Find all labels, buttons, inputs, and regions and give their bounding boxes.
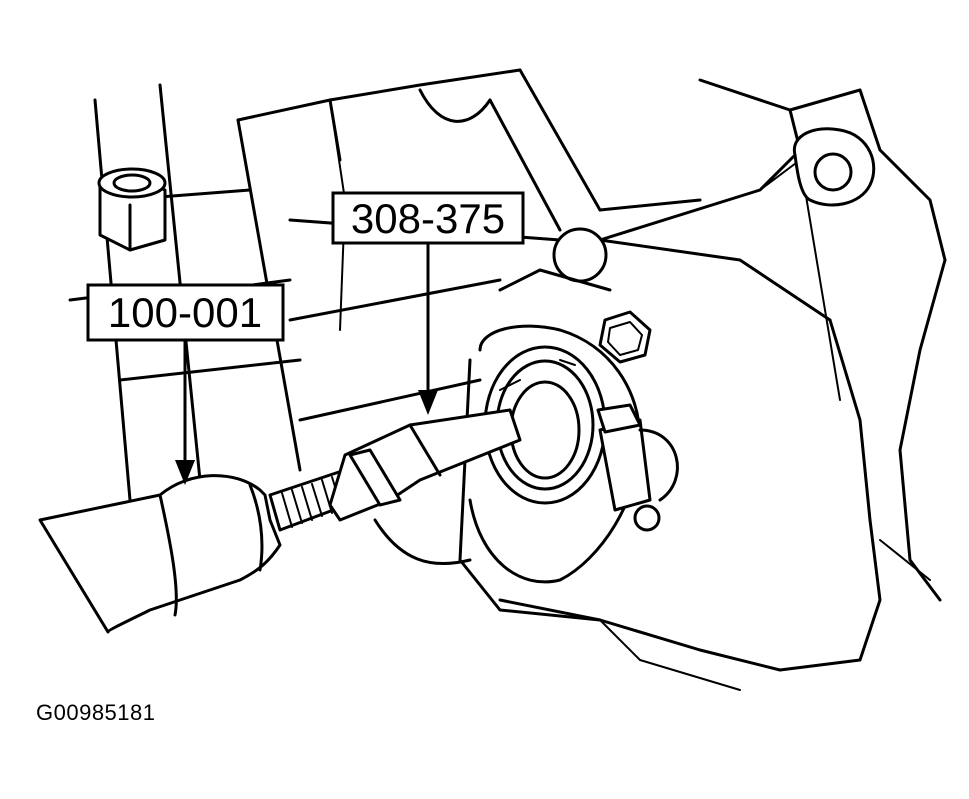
sensor-connector — [596, 403, 679, 532]
dowel-plug — [552, 227, 608, 283]
hex-bolt — [598, 310, 652, 364]
seal-bore — [458, 268, 642, 622]
seal-remover-tool — [328, 408, 522, 566]
callout-label-right: 308-375 — [351, 195, 505, 242]
transmission-housing — [68, 68, 947, 691]
figure-id: G00985181 — [36, 700, 156, 725]
arrowhead-left — [175, 460, 195, 485]
arrowhead-right — [418, 390, 438, 415]
callout-box-left — [86, 283, 285, 342]
callout-100-001: 100-001 — [86, 283, 285, 485]
hex-nut — [97, 167, 167, 252]
callout-label-left: 100-001 — [108, 289, 262, 336]
callout-308-375: 308-375 — [331, 191, 525, 415]
slide-hammer-tool — [38, 468, 362, 634]
mounting-boss — [792, 127, 876, 207]
